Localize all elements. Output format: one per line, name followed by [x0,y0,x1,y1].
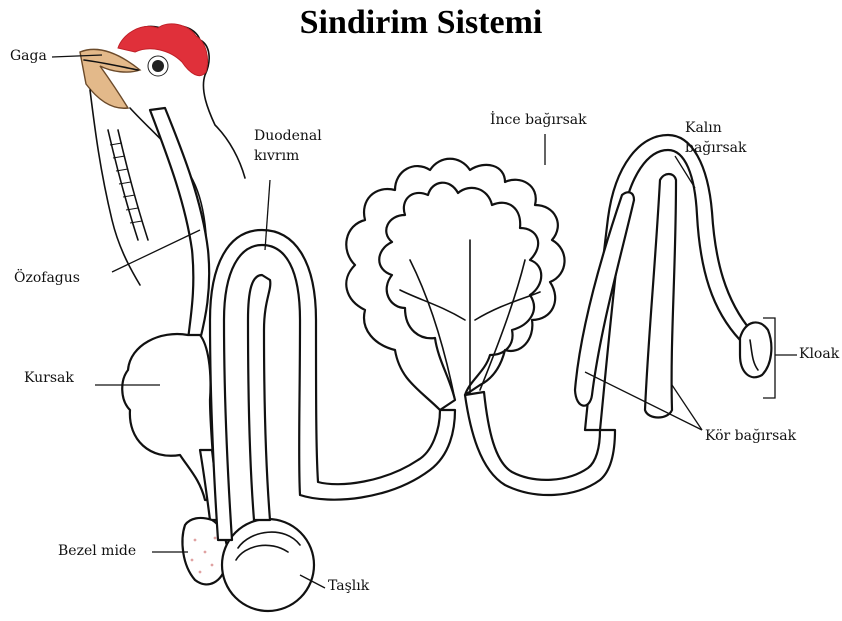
gizzard [222,519,314,611]
eye-icon [152,60,164,72]
label-duodenal-line1: Duodenal [254,128,322,145]
cloaca [740,318,775,398]
label-bezel-mide: Bezel mide [58,543,136,560]
beak [80,49,140,108]
caeca [575,174,676,418]
label-kalin-line1: Kalın [685,120,722,137]
label-kursak: Kursak [24,370,74,387]
label-ozofagus: Özofagus [14,270,80,287]
small-intestine [346,159,615,495]
label-kor-bagirsak: Kör bağırsak [705,428,796,445]
label-taslik: Taşlık [328,578,369,595]
label-duodenal-line2: kıvrım [254,148,299,165]
label-kloak: Kloak [799,346,839,363]
label-kalin-line2: bağırsak [685,140,746,157]
esophagus [150,108,209,340]
label-gaga: Gaga [10,48,47,65]
crop [122,334,215,500]
label-ince-bagirsak: İnce bağırsak [490,112,587,129]
